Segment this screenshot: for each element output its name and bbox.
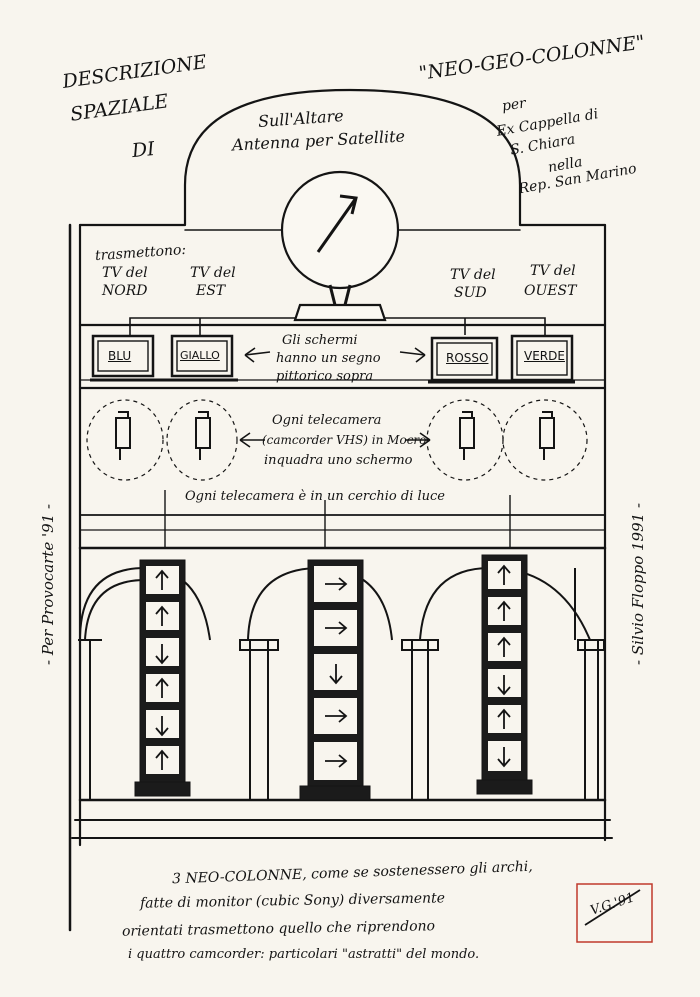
tv-south-b: SUD: [454, 285, 487, 301]
note-screens-3: pittorico sopra: [276, 369, 374, 384]
neo-column-3: [476, 554, 533, 795]
tv-north-b: NORD: [102, 283, 148, 299]
signature-stamp: [576, 883, 653, 943]
tv-north-a: TV del: [102, 265, 148, 281]
neo-column-1: [134, 559, 191, 797]
note-screens-2: hanno un segno: [276, 351, 381, 366]
monitor-label-blu: BLU: [108, 349, 132, 363]
colonnade: [78, 566, 605, 800]
monitor-row: [90, 334, 575, 384]
note-cams-3: inquadra uno schermo: [264, 453, 413, 468]
note-screens-1: Gli schermi: [282, 333, 358, 348]
note-cams-2: (camcorder VHS) in Mocro: [262, 433, 427, 447]
arch-outline: [78, 88, 607, 227]
monitor-blu: [91, 334, 155, 378]
caption-line-4: i quattro camcorder: particolari "astrat…: [128, 947, 480, 962]
monitor-label-verde: VERDE: [524, 349, 565, 363]
monitor-verde: [510, 334, 574, 382]
tv-west-a: TV del: [530, 263, 576, 279]
neo-column-2: [299, 559, 371, 801]
venue-per: per: [500, 95, 527, 115]
camcorder-3: [459, 417, 475, 449]
tv-west-b: OUEST: [524, 283, 577, 299]
tv-east-b: EST: [196, 283, 226, 299]
camcorder-1: [115, 417, 131, 449]
satellite-antenna: [280, 170, 400, 322]
monitor-label-giallo: GIALLO: [180, 349, 220, 362]
tv-east-a: TV del: [190, 265, 236, 281]
camcorder-2: [195, 417, 211, 449]
note-cams-1: Ogni telecamera: [272, 413, 382, 428]
monitor-giallo: [170, 334, 234, 378]
heading-di: DI: [130, 137, 156, 163]
monitor-label-rosso: ROSSO: [446, 351, 489, 365]
camcorder-row: [86, 399, 588, 548]
camcorder-4: [539, 417, 555, 449]
note-light: Ogni telecamera è in un cerchio di luce: [185, 489, 445, 504]
tv-south-a: TV del: [450, 267, 496, 283]
monitor-rosso: [430, 336, 499, 382]
side-text-left: - Per Provocarte '91 -: [39, 503, 57, 665]
side-text-right: - Silvio Floppo 1991 -: [629, 502, 647, 665]
